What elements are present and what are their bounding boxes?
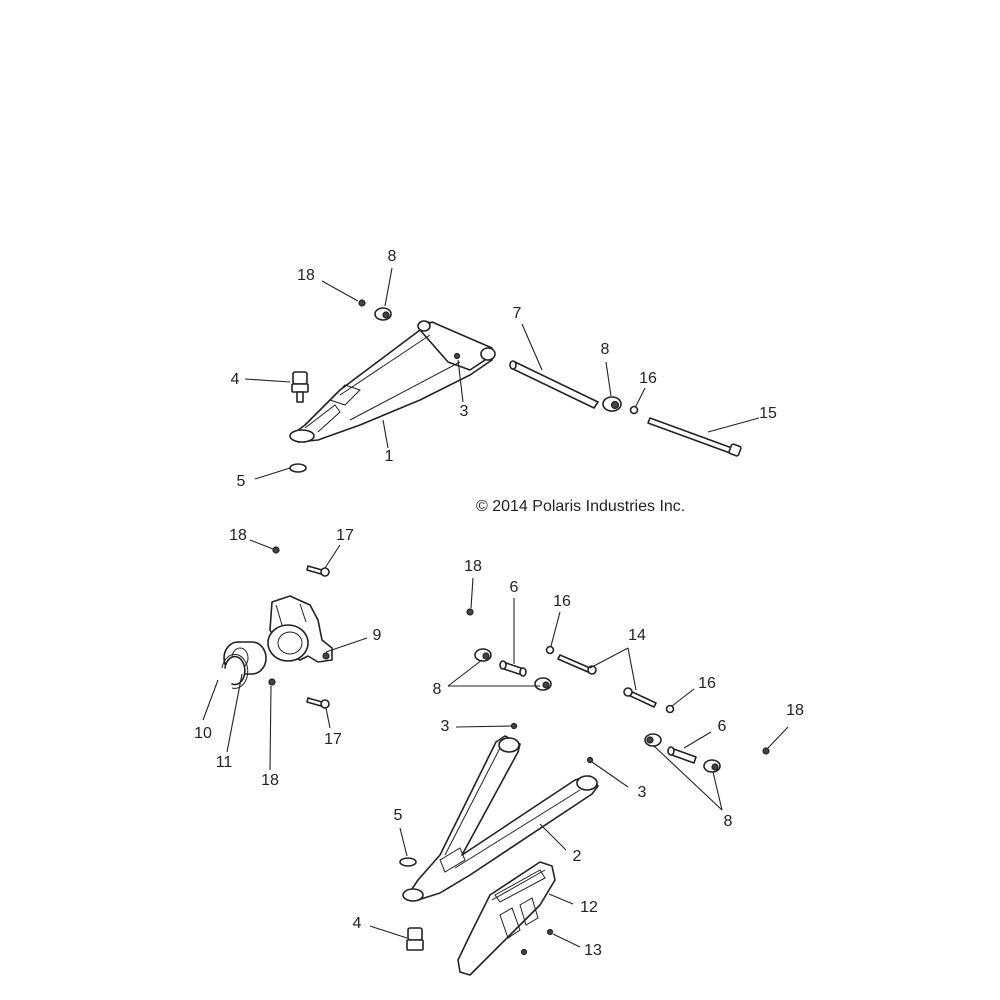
callout: 16 <box>698 675 716 692</box>
lower-arm-fitting-top <box>510 722 518 730</box>
callout: 18 <box>786 702 804 719</box>
upper-bushing <box>374 307 392 321</box>
callout: 3 <box>460 403 469 420</box>
callout: 8 <box>724 813 733 830</box>
lower-washer-right <box>665 704 675 714</box>
upper-ball-joint <box>291 371 309 403</box>
callout: 3 <box>638 784 647 801</box>
callout-labels: 18 8 7 8 16 15 4 3 1 5 18 17 18 6 16 14 … <box>194 248 804 959</box>
skid-plate <box>457 861 556 976</box>
callout: 18 <box>464 558 482 575</box>
skid-plate-fastener-b <box>520 948 528 956</box>
callout: 9 <box>373 627 382 644</box>
upper-o-ring <box>289 463 307 473</box>
lower-pivot-tube-left <box>499 660 527 677</box>
callout: 12 <box>580 899 598 916</box>
callout: 14 <box>628 627 646 644</box>
callout: 13 <box>584 942 602 959</box>
callout: 10 <box>194 725 212 742</box>
upper-arm-fitting <box>453 352 461 360</box>
lower-bushing-right-top <box>644 733 662 747</box>
long-bolt <box>647 417 742 457</box>
callout: 4 <box>231 371 240 388</box>
callout: 17 <box>324 731 342 748</box>
upper-a-arm <box>289 320 496 443</box>
callout: 5 <box>394 807 403 824</box>
snap-ring <box>221 653 249 689</box>
callout: 18 <box>229 527 247 544</box>
callout: 15 <box>759 405 777 422</box>
callout: 1 <box>385 448 394 465</box>
callout: 8 <box>601 341 610 358</box>
copyright-notice: © 2014 Polaris Industries Inc. <box>476 498 685 515</box>
callout: 11 <box>216 754 233 771</box>
callout: 17 <box>336 527 354 544</box>
skid-plate-fastener-a <box>546 928 554 936</box>
lower-a-arm <box>402 735 599 902</box>
knuckle-fitting-bottom <box>268 678 276 686</box>
lower-bolt-upper <box>557 654 597 675</box>
lower-bushing-left-top <box>474 648 492 662</box>
lower-grease-fitting-left <box>466 608 474 616</box>
lower-bushing-left-bottom <box>534 677 552 691</box>
lower-pivot-tube-right <box>667 746 697 764</box>
callout: 8 <box>433 681 442 698</box>
lower-arm-fitting-right <box>586 756 594 764</box>
lower-bushing-right-bottom <box>703 759 721 773</box>
callout: 5 <box>237 473 246 490</box>
callout: 4 <box>353 915 362 932</box>
lower-o-ring <box>399 857 417 867</box>
callout: 8 <box>388 248 397 265</box>
lower-ball-joint <box>406 927 424 951</box>
callout: 16 <box>639 370 657 387</box>
right-bushing <box>602 396 622 412</box>
callout: 18 <box>261 772 279 789</box>
callout: 6 <box>718 718 727 735</box>
lower-bolt-lower <box>623 687 657 708</box>
upper-grease-fitting <box>358 299 366 307</box>
callout: 6 <box>510 579 519 596</box>
knuckle-fitting-top <box>272 546 280 554</box>
callout: 2 <box>573 848 582 865</box>
steering-knuckle <box>267 595 333 663</box>
callout: 7 <box>513 305 522 322</box>
knuckle-bolt-bottom <box>306 697 330 709</box>
upper-washer <box>629 405 639 415</box>
lower-grease-fitting-right <box>762 747 770 755</box>
pivot-tube <box>509 360 599 409</box>
callout: 18 <box>297 267 315 284</box>
callout: 3 <box>441 718 450 735</box>
leader-lines <box>202 267 789 948</box>
callout: 16 <box>553 593 571 610</box>
lower-washer-left <box>545 645 555 655</box>
